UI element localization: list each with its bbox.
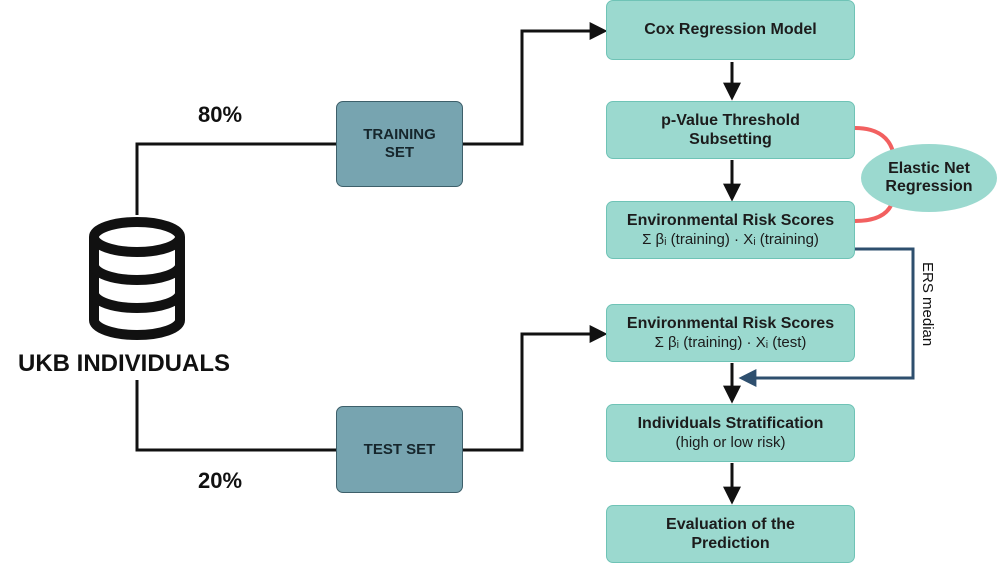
evaluation-box: Evaluation of the Prediction (606, 505, 855, 563)
pvalue-threshold-box: p-Value Threshold Subsetting (606, 101, 855, 159)
elastic-net-ellipse: Elastic Net Regression (861, 144, 997, 212)
elastic-net-upper-connector (854, 126, 895, 153)
stratification-sub: (high or low risk) (675, 433, 786, 451)
ers-median-label: ERS median (919, 262, 936, 347)
training-set-label-line2: SET (384, 144, 415, 161)
cox-regression-box: Cox Regression Model (606, 0, 855, 60)
source-label: UKB INDIVIDUALS (18, 350, 231, 377)
test-to-ers-arrow (463, 325, 608, 452)
evaluation-line2: Prediction (691, 535, 770, 552)
cox-regression-label: Cox Regression Model (644, 21, 817, 39)
stratification-box: Individuals Stratification (high or low … (606, 404, 855, 462)
test-ers-title: Environmental Risk Scores (626, 315, 835, 333)
database-icon (89, 217, 185, 340)
training-ers-title: Environmental Risk Scores (626, 212, 835, 230)
elastic-net-line1: Elastic Net (888, 159, 970, 177)
training-ers-box: Environmental Risk Scores Σ βᵢ (training… (606, 201, 855, 259)
pvalue-label-line2: Subsetting (689, 131, 772, 148)
evaluation-line1: Evaluation of the (666, 515, 795, 533)
stratification-title: Individuals Stratification (637, 415, 824, 433)
test-ers-formula: Σ βᵢ (training) · Xᵢ (test) (654, 333, 807, 351)
ers-median-arrow (738, 247, 915, 387)
elastic-net-line2: Regression (885, 178, 973, 195)
training-set-box: TRAINING SET (336, 101, 463, 187)
training-to-cox-arrow (463, 22, 608, 146)
test-percentage: 20% (198, 468, 243, 493)
test-set-label: TEST SET (363, 440, 436, 458)
training-percentage: 80% (198, 102, 243, 127)
training-ers-formula: Σ βᵢ (training) · Xᵢ (training) (642, 230, 819, 248)
test-ers-box: Environmental Risk Scores Σ βᵢ (training… (606, 304, 855, 362)
training-set-label-line1: TRAINING (363, 126, 436, 143)
pvalue-label-line1: p-Value Threshold (661, 111, 800, 129)
db-to-training-connector (135, 142, 336, 215)
test-set-box: TEST SET (336, 406, 463, 493)
db-to-test-connector (135, 380, 336, 452)
